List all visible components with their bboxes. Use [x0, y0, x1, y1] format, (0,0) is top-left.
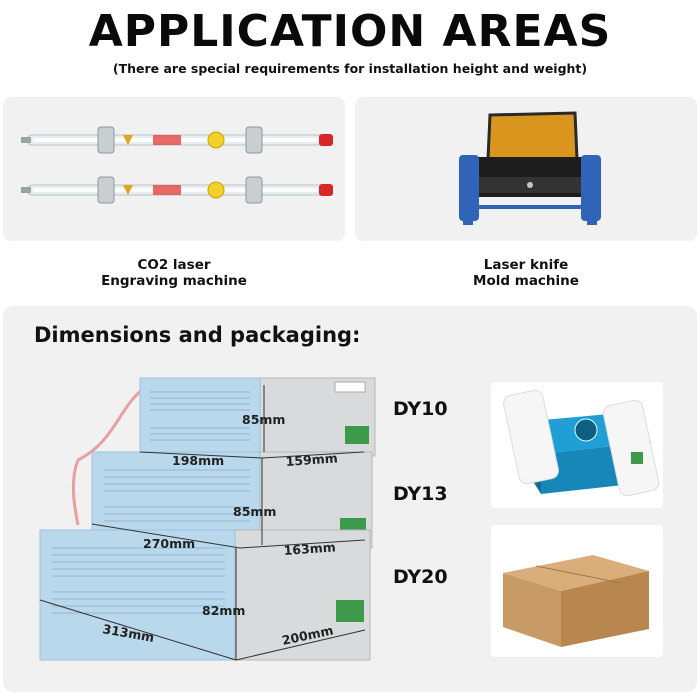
co2-laser-line1: CO2 laser — [137, 257, 211, 273]
laser-knife-line2: Mold machine — [473, 273, 579, 289]
laser-tubes-illustration — [21, 126, 333, 204]
page-title: APPLICATION AREAS — [88, 6, 612, 57]
page-subtitle: (There are special requirements for inst… — [112, 61, 588, 76]
dy10-label: DY10 — [393, 398, 448, 420]
cardboard-box-photo — [491, 525, 663, 657]
dy20-label: DY20 — [393, 566, 448, 588]
laser-machine-card — [355, 97, 697, 241]
laser-knife-line1: Laser knife — [483, 257, 569, 273]
co2-laser-card — [3, 97, 345, 241]
cardboard-box-image — [503, 555, 649, 647]
co2-laser-caption: CO2 laser Engraving machine — [3, 257, 345, 289]
foam-packed-supply-image — [503, 389, 660, 497]
dy13-label: DY13 — [393, 483, 448, 505]
co2-laser-line2: Engraving machine — [101, 273, 247, 289]
dimensions-title: Dimensions and packaging: — [34, 323, 361, 347]
laser-tube-bottom — [21, 176, 333, 204]
foam-packaging-photo — [491, 382, 663, 508]
laser-knife-caption: Laser knife Mold machine — [355, 257, 697, 289]
laser-tube-top — [21, 126, 333, 154]
laser-machine-illustration — [459, 111, 601, 225]
